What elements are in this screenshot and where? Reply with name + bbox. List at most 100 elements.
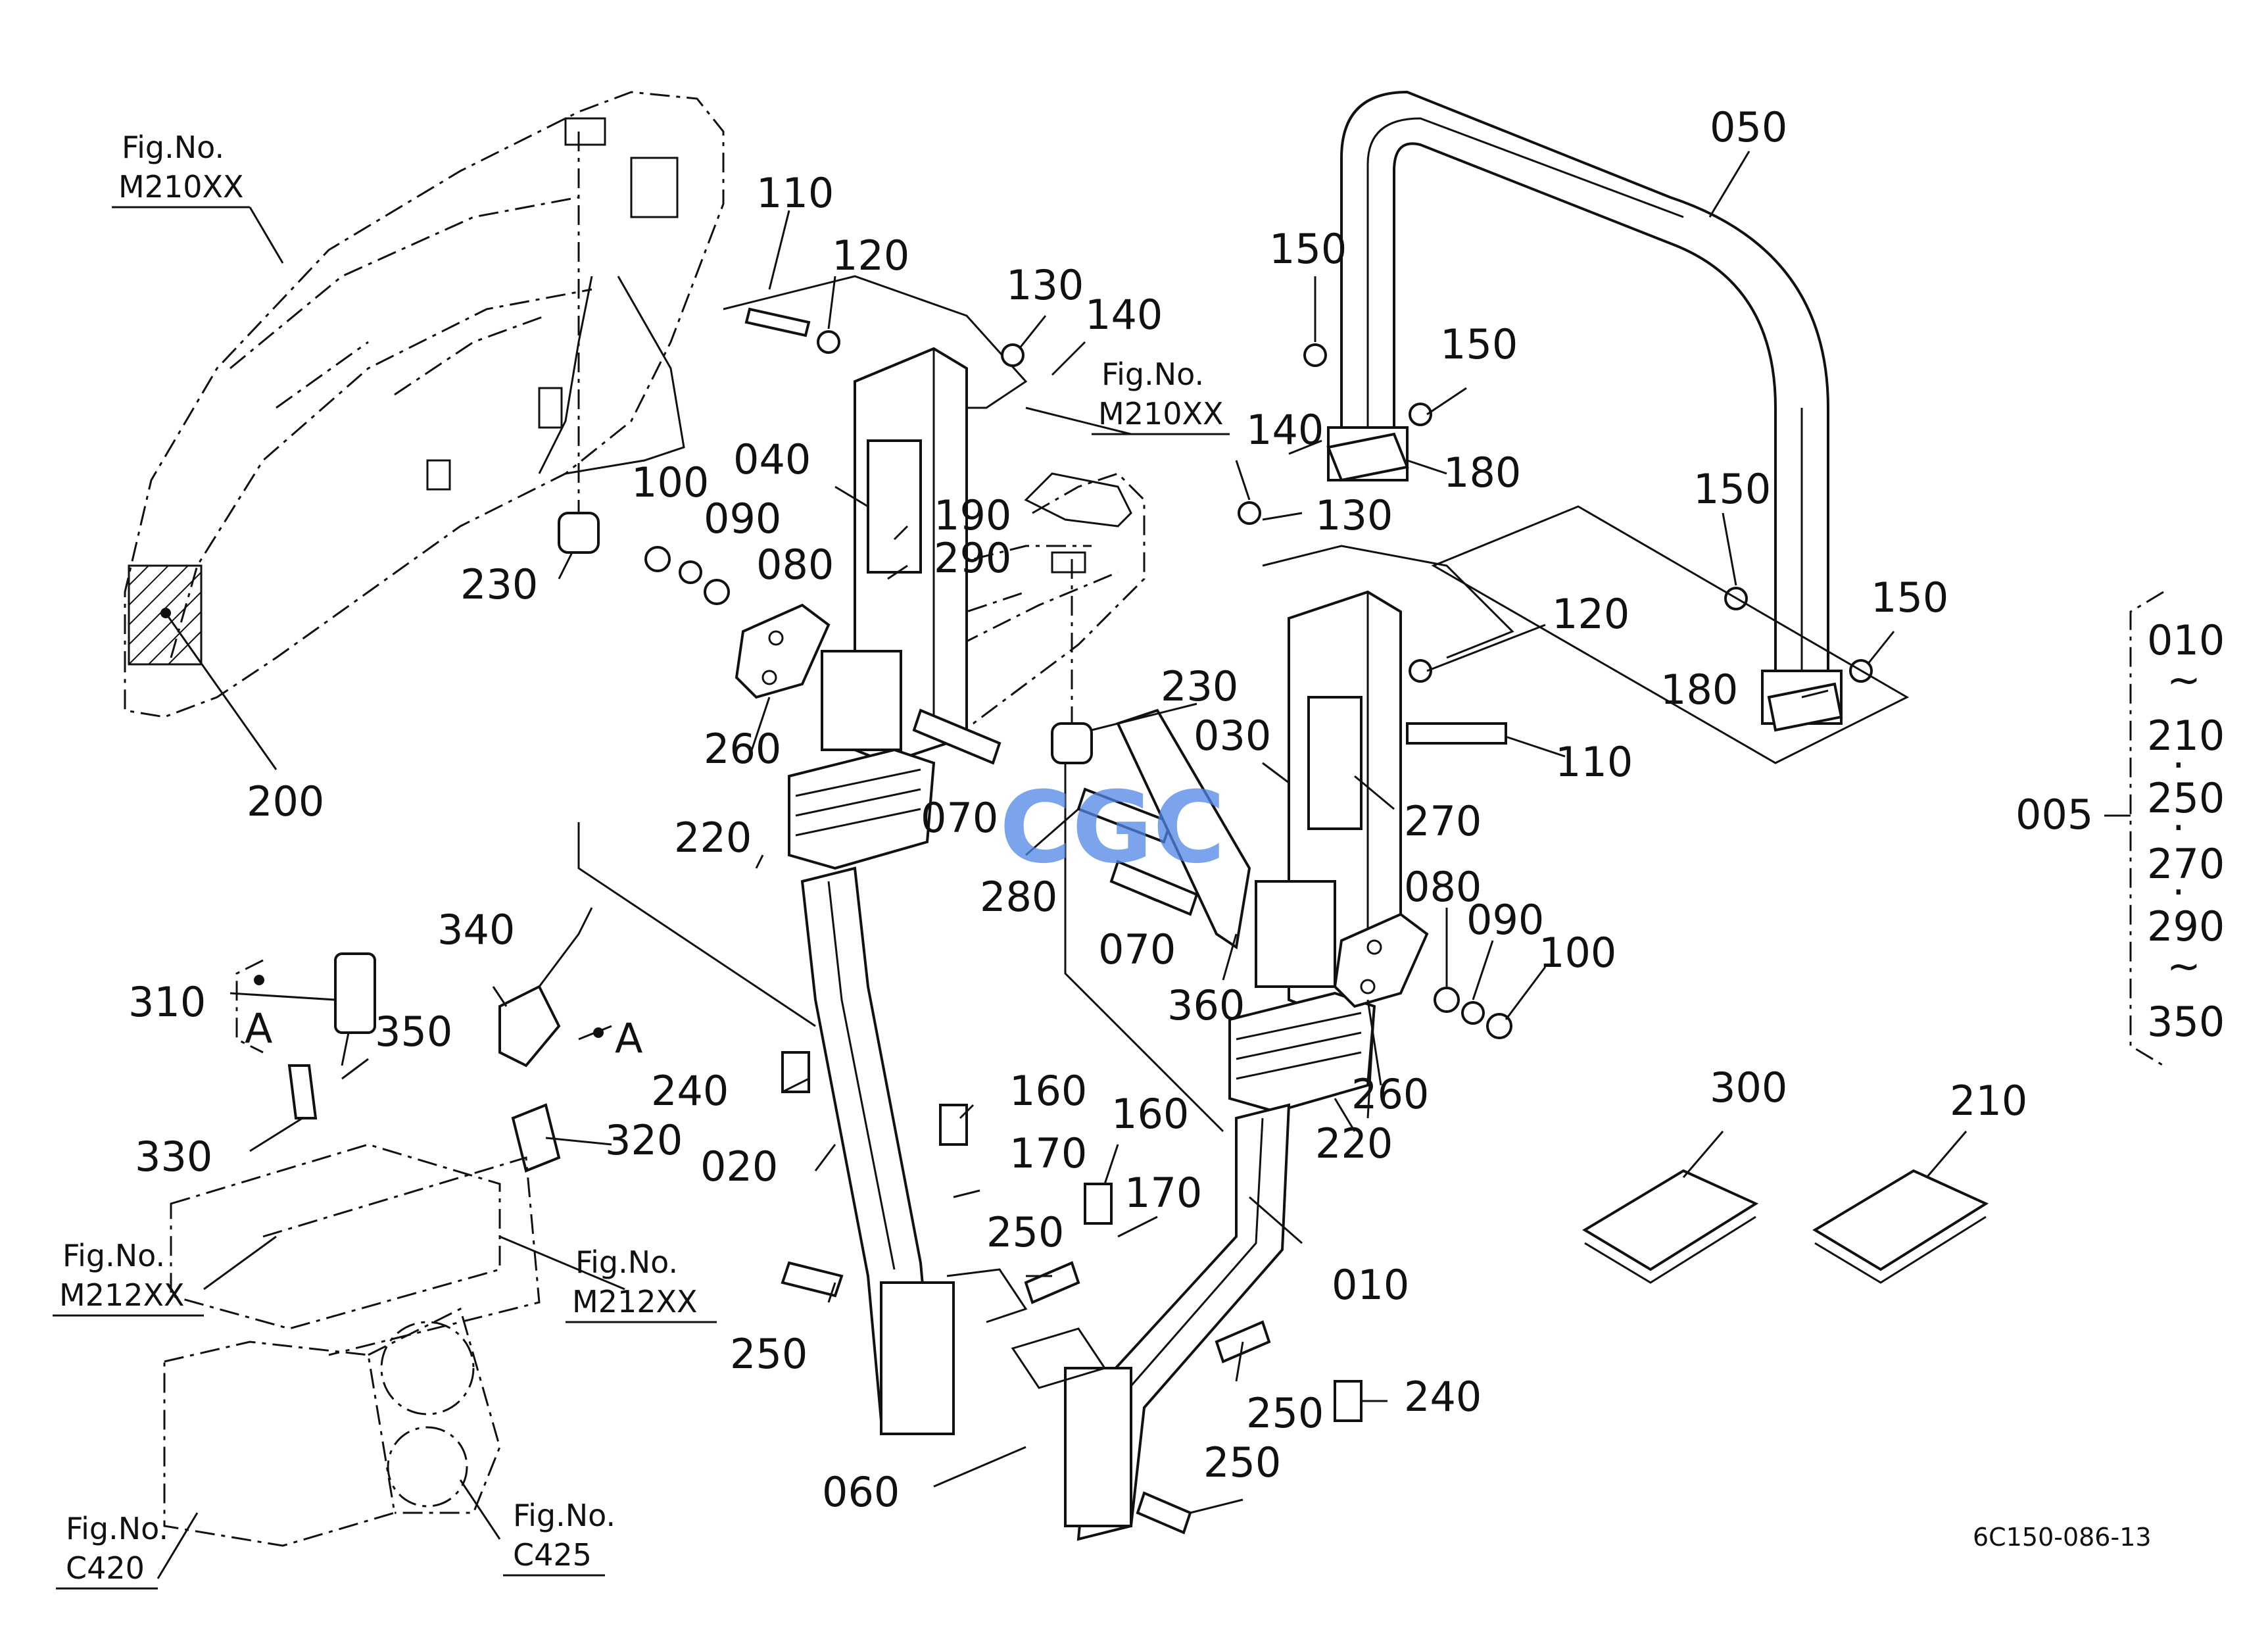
callout-010: 010 <box>1332 1261 1409 1309</box>
callout-220b: 220 <box>1315 1119 1393 1168</box>
fig-ref-code: C420 <box>66 1550 145 1586</box>
callout-110a: 110 <box>756 169 834 217</box>
callout-290: 290 <box>934 534 1011 582</box>
seat-belt-assembly <box>287 907 593 1173</box>
fig-ref-label: Fig.No. <box>575 1244 678 1280</box>
leader-lines <box>157 132 1967 1579</box>
callout-300: 300 <box>1710 1064 1787 1112</box>
callout-310: 310 <box>128 978 206 1026</box>
callout-200: 200 <box>247 777 324 825</box>
fender-outline <box>124 91 725 718</box>
callout-090a: 090 <box>704 495 781 543</box>
callout-040: 040 <box>733 435 811 483</box>
callout-250c: 250 <box>1246 1389 1324 1437</box>
callout-100b: 100 <box>1539 929 1616 977</box>
callout-170b: 170 <box>1124 1169 1202 1217</box>
callout-110b: 110 <box>1555 738 1633 786</box>
fig-ref-label: Fig.No. <box>1101 356 1204 392</box>
callout-030: 030 <box>1194 712 1271 760</box>
callout-350: 350 <box>375 1008 452 1056</box>
range-list: 010 ~ 210 · 250 · 270 · 290 ~ 350 <box>2147 616 2225 1046</box>
fig-ref-code: M212XX <box>59 1277 185 1313</box>
callout-180b: 180 <box>1660 666 1738 714</box>
callout-140a: 140 <box>1085 291 1163 339</box>
callout-250d: 250 <box>1203 1438 1281 1487</box>
callout-060: 060 <box>822 1468 900 1516</box>
callout-100a: 100 <box>631 458 709 506</box>
drawing-code: 6C150-086-13 <box>1973 1523 2152 1552</box>
document-210 <box>1812 1169 1989 1284</box>
range-bracket <box>235 591 2164 1067</box>
watermark-logo: CGC <box>1000 771 1225 885</box>
callout-320: 320 <box>605 1116 683 1164</box>
fig-ref-label: Fig.No. <box>62 1238 165 1273</box>
callout-330: 330 <box>135 1133 212 1181</box>
range-item: · <box>2172 741 2185 789</box>
callout-340: 340 <box>437 906 515 954</box>
marker-a-right: A <box>615 1014 642 1062</box>
hardware <box>558 307 1873 1535</box>
callout-150a: 150 <box>1269 225 1347 273</box>
marker-a-left: A <box>245 1004 272 1052</box>
fig-ref-label: Fig.No. <box>66 1511 168 1546</box>
callout-280: 280 <box>980 873 1057 921</box>
callout-070b: 070 <box>1098 925 1176 973</box>
range-item: 290 <box>2147 902 2225 950</box>
callout-050: 050 <box>1710 103 1787 151</box>
callout-270: 270 <box>1404 797 1482 845</box>
callout-140b: 140 <box>1246 406 1324 454</box>
callout-250a: 250 <box>986 1208 1064 1256</box>
range-item: · <box>2172 804 2185 852</box>
rops-post-030 <box>1255 545 1514 1015</box>
callout-150d: 150 <box>1871 574 1948 622</box>
callout-230a: 230 <box>460 560 538 608</box>
callout-labels: 005 010 020 030 040 050 060 070 070 080 … <box>128 103 2093 1516</box>
callout-120b: 120 <box>1552 590 1629 638</box>
callout-150c: 150 <box>1693 465 1771 513</box>
stanchion-010 <box>1011 1103 1291 1541</box>
range-item: · <box>2172 868 2185 916</box>
range-item: ~ <box>2167 942 2201 990</box>
callout-170a: 170 <box>1009 1129 1087 1177</box>
callout-220a: 220 <box>674 814 752 862</box>
range-item: 350 <box>2147 998 2225 1046</box>
fig-ref-code: C425 <box>513 1537 592 1573</box>
range-item: ~ <box>2167 656 2201 704</box>
callout-180a: 180 <box>1443 449 1521 497</box>
callout-080a: 080 <box>756 541 834 589</box>
range-item: 270 <box>2147 840 2225 888</box>
stanchion-020 <box>800 866 1028 1435</box>
callout-160a: 160 <box>1009 1067 1087 1115</box>
callout-005: 005 <box>2015 791 2093 839</box>
callout-120a: 120 <box>832 232 909 280</box>
callout-210: 210 <box>1950 1077 2027 1125</box>
fig-ref-label: Fig.No. <box>122 130 224 165</box>
range-item: 250 <box>2147 774 2225 822</box>
bracket-260a <box>735 603 831 699</box>
fig-ref-code: M210XX <box>118 169 244 205</box>
callout-160b: 160 <box>1111 1090 1189 1138</box>
range-item: 010 <box>2147 616 2225 664</box>
callout-240b: 240 <box>1404 1373 1482 1421</box>
callout-020: 020 <box>700 1143 778 1191</box>
rops-post-040 <box>723 275 1028 765</box>
callout-090b: 090 <box>1466 896 1544 944</box>
boot-220b <box>1228 991 1376 1114</box>
watermark-text: CGC <box>1000 771 1225 885</box>
figure-references: Fig.No. M210XX Fig.No. M210XX Fig.No. M2… <box>53 130 1230 1590</box>
callout-260a: 260 <box>704 725 781 773</box>
fig-ref-label: Fig.No. <box>513 1498 615 1533</box>
callout-260b: 260 <box>1351 1070 1429 1118</box>
callout-130a: 130 <box>1006 261 1084 309</box>
callout-230b: 230 <box>1161 662 1238 710</box>
callout-240a: 240 <box>651 1067 729 1115</box>
range-item: 210 <box>2147 712 2225 760</box>
transmission <box>163 1143 541 1547</box>
callout-190: 190 <box>934 491 1011 539</box>
callout-150b: 150 <box>1440 320 1518 368</box>
callout-070a: 070 <box>921 794 998 842</box>
callout-080b: 080 <box>1404 863 1482 911</box>
boot-220a <box>788 748 936 870</box>
callout-130b: 130 <box>1315 491 1393 539</box>
